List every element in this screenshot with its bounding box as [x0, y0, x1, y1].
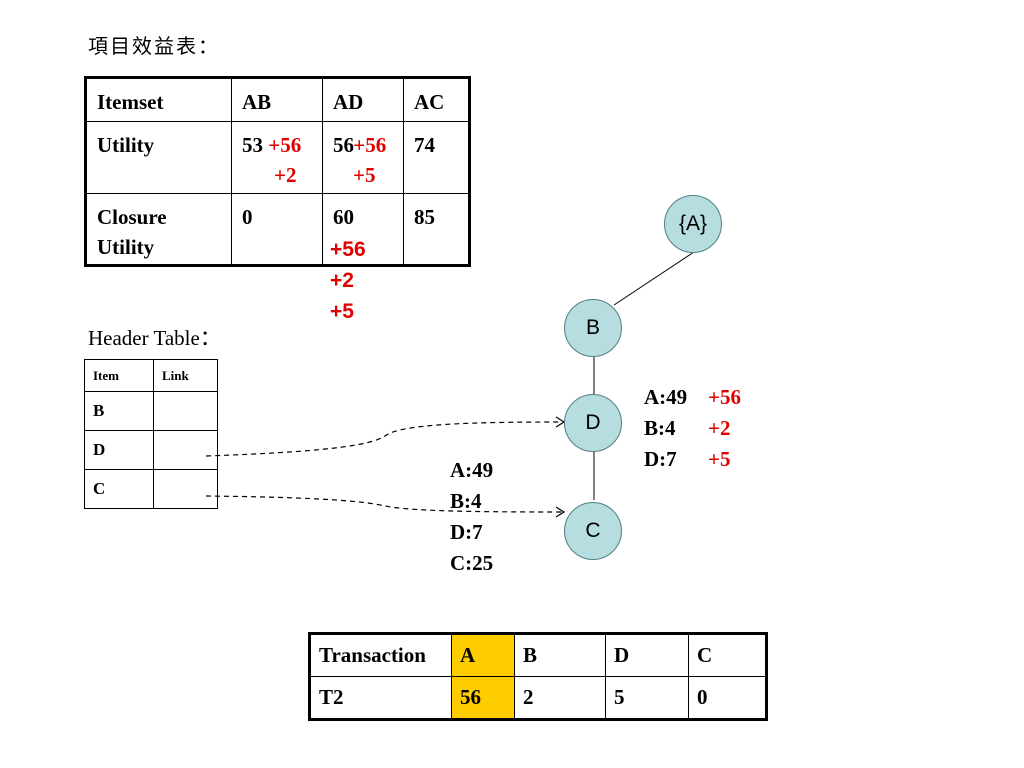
table-cell: 5 — [605, 676, 689, 720]
tree-node-d: D — [564, 394, 622, 452]
addition-value: +5 — [353, 163, 376, 187]
table-cell: T2 — [309, 676, 452, 720]
tree-node-b: B — [564, 299, 622, 357]
table-header-cell: Link — [153, 359, 218, 392]
addition-value: +2 — [330, 269, 354, 292]
table-cell: 0 — [688, 676, 767, 720]
transaction-table: Transaction A B D C T2 56 2 5 0 — [308, 632, 768, 721]
addition-value: +56 — [268, 133, 302, 157]
tree-node-root: {A} — [664, 195, 722, 253]
addition-value: +2 — [274, 163, 297, 187]
link-d-arrow — [205, 421, 563, 457]
table-header-cell: C — [688, 633, 767, 677]
header-table: Item Link B D C — [84, 359, 218, 509]
info-line: C:25 — [450, 551, 494, 575]
table-cell-highlight: 56 — [451, 676, 515, 720]
node-label: {A} — [678, 212, 708, 235]
addition-value: +56 — [353, 133, 387, 157]
table-row: Transaction A B D C — [309, 633, 767, 677]
utility-value: 53 — [242, 133, 263, 157]
addition-value: +56 — [330, 238, 366, 261]
info-line: A:49 — [644, 385, 688, 409]
itemset-utility-table: Itemset AB AD AC Utility 53 +56 +2 56 +5… — [84, 76, 471, 267]
node-label: B — [585, 316, 600, 339]
addition-value: +5 — [330, 300, 354, 323]
table-cell: C — [84, 469, 154, 509]
table-row: Utility 53 +56 +2 56 +56 +5 74 — [85, 121, 470, 194]
table-row: C — [84, 469, 218, 509]
table-header-cell-highlight: A — [451, 633, 515, 677]
link-cell — [153, 469, 218, 509]
table-header-cell: Item — [84, 359, 154, 392]
table-row: Closure Utility 0 60 85 — [85, 193, 470, 266]
link-cell — [153, 391, 218, 431]
arrowhead-icon — [555, 506, 566, 518]
addition-value: +2 — [708, 416, 731, 440]
addition-value: +56 — [708, 385, 741, 409]
tree-node-c: C — [564, 502, 622, 560]
table-row: B — [84, 391, 218, 431]
table-cell: AC — [403, 77, 470, 122]
table-cell: 85 — [403, 193, 470, 266]
info-line: B:4 — [644, 416, 676, 440]
table-cell: 74 — [403, 121, 470, 194]
table-cell: 0 — [231, 193, 323, 266]
table-cell: B — [84, 391, 154, 431]
info-line: B:4 — [450, 489, 482, 513]
table-cell: 2 — [514, 676, 606, 720]
node-label: C — [585, 519, 601, 542]
table-header-cell: B — [514, 633, 606, 677]
node-label: D — [585, 411, 601, 434]
table-row: T2 56 2 5 0 — [309, 676, 767, 720]
c-node-info: A:49 B:4 D:7 C:25 — [450, 455, 493, 579]
utility-value: 56 — [333, 133, 354, 157]
edge-a-b — [613, 251, 695, 306]
page-title: 項目效益表： — [88, 34, 220, 58]
info-line: D:7 — [644, 447, 677, 471]
table-cell: Utility — [85, 121, 232, 194]
table-cell: Closure Utility — [85, 193, 232, 266]
header-table-label: Header Table： — [88, 326, 221, 350]
closure-additions: +56 +2 +5 — [330, 234, 366, 327]
table-cell-ab-utility: 53 +56 +2 — [231, 121, 323, 194]
addition-value: +5 — [708, 447, 731, 471]
table-header-cell: Transaction — [309, 633, 452, 677]
d-node-additions: +56 +2 +5 — [708, 382, 741, 475]
table-cell-ad-utility: 56 +56 +5 — [322, 121, 404, 194]
info-line: A:49 — [450, 458, 494, 482]
info-line: D:7 — [450, 520, 483, 544]
d-node-info: A:49 B:4 D:7 — [644, 382, 687, 475]
table-cell: D — [84, 430, 154, 470]
table-cell: AD — [322, 77, 404, 122]
table-row: Item Link — [84, 359, 218, 392]
link-c-arrow — [205, 495, 563, 513]
table-cell: 60 — [322, 193, 404, 266]
table-header-cell: D — [605, 633, 689, 677]
